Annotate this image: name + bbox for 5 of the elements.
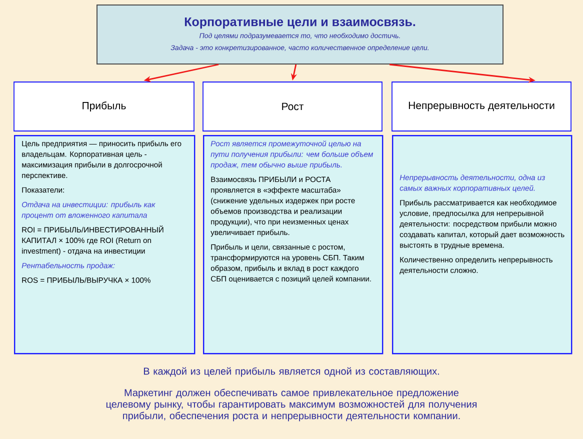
note-text: Маркетинг должен обеспечивать самое привлекательное предложение целевому рынку, чтобы гарантировать максимум возможностей для получения прибыли, обеспечения роста и непрерывности деятельности компании. [106,388,477,422]
heading-box: Непрерывность деятельности [392,82,572,132]
heading-box: Рост [202,82,382,132]
note-text: В каждой из целей прибыль является одной из составляющих. [144,367,439,377]
heading-box: Прибыль [14,82,194,132]
